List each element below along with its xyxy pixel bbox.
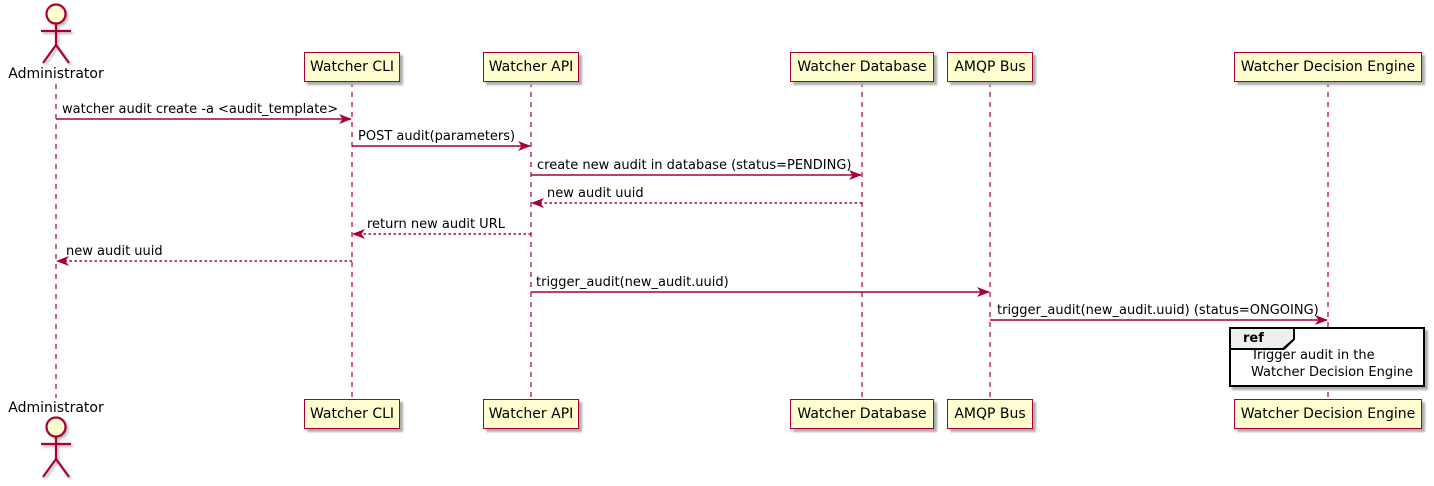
actor-figure-bottom bbox=[41, 416, 71, 478]
participant-box-watcher-cli-top: Watcher CLI bbox=[304, 52, 400, 82]
actor-label-administrator-top: Administrator bbox=[8, 66, 104, 82]
message-label-7: trigger_audit(new_audit.uuid) bbox=[536, 275, 729, 290]
participant-box-amqp-bus-top: AMQP Bus bbox=[947, 52, 1033, 82]
participant-box-watcher-database-bottom: Watcher Database bbox=[790, 399, 934, 429]
ref-tab: ref bbox=[1229, 327, 1295, 350]
participant-box-amqp-bus-bottom: AMQP Bus bbox=[947, 399, 1033, 429]
participant-box-watcher-api-bottom: Watcher API bbox=[483, 399, 579, 429]
message-label-6: new audit uuid bbox=[66, 244, 163, 259]
message-label-3: create new audit in database (status=PEN… bbox=[537, 158, 852, 173]
actor-head bbox=[45, 3, 67, 25]
actor-head bbox=[45, 416, 67, 438]
ref-fragment-text: Trigger audit in the Watcher Decision En… bbox=[1251, 347, 1413, 381]
message-label-2: POST audit(parameters) bbox=[358, 129, 516, 144]
participant-box-watcher-decision-engine-bottom: Watcher Decision Engine bbox=[1234, 399, 1422, 429]
actor-figure-top bbox=[41, 3, 71, 64]
message-label-1: watcher audit create -a <audit_template> bbox=[62, 102, 339, 117]
ref-text-line-2: Watcher Decision Engine bbox=[1251, 365, 1413, 380]
participant-box-watcher-api-top: Watcher API bbox=[483, 52, 579, 82]
actor-label-administrator-bottom: Administrator bbox=[8, 400, 104, 416]
ref-fragment: ref Trigger audit in the Watcher Decisio… bbox=[1229, 327, 1425, 387]
message-label-5: return new audit URL bbox=[367, 217, 505, 232]
ref-text-line-1: Trigger audit in the bbox=[1251, 348, 1375, 363]
ref-keyword: ref bbox=[1231, 329, 1293, 348]
message-label-8: trigger_audit(new_audit.uuid) (status=ON… bbox=[997, 303, 1319, 318]
participant-box-watcher-decision-engine-top: Watcher Decision Engine bbox=[1234, 52, 1422, 82]
message-label-4: new audit uuid bbox=[547, 186, 644, 201]
participant-box-watcher-cli-bottom: Watcher CLI bbox=[304, 399, 400, 429]
participant-box-watcher-database-top: Watcher Database bbox=[790, 52, 934, 82]
